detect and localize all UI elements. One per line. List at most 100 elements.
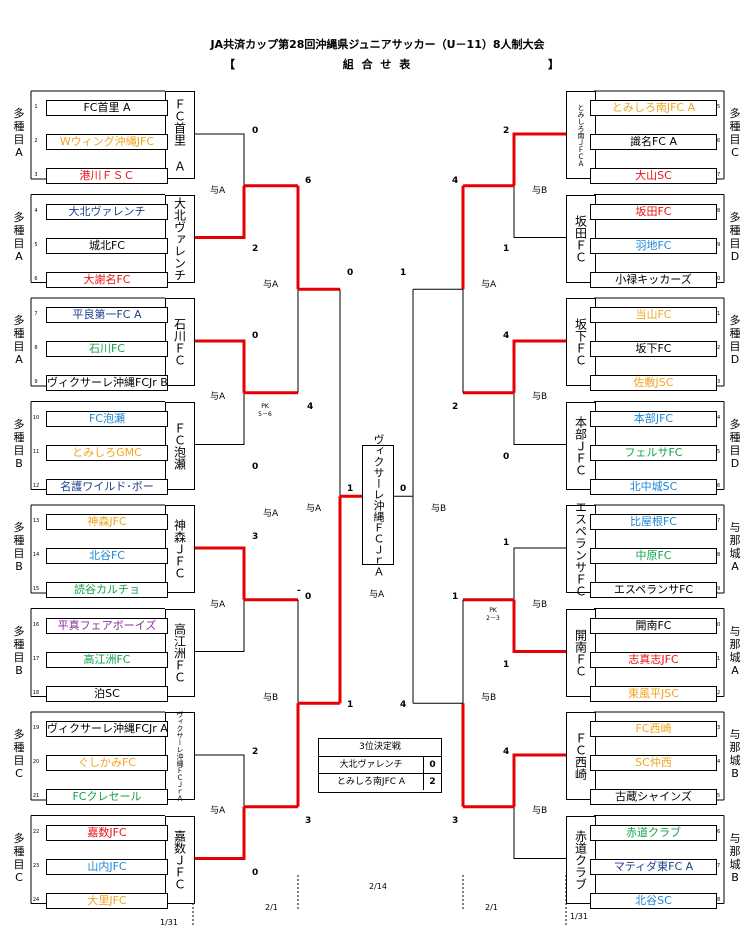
team-number: 43 bbox=[713, 725, 721, 731]
winner-line bbox=[512, 132, 566, 186]
third-place-title: 3位決定戦 bbox=[319, 739, 441, 757]
round-date: 1/31 bbox=[160, 918, 178, 927]
third-place-score: 0 bbox=[424, 757, 441, 774]
bracket-line bbox=[193, 599, 245, 652]
group-winner-left: ＦＣ首里 Ａ bbox=[165, 91, 195, 179]
venue-label: 与B bbox=[532, 186, 548, 196]
pk-label: PK bbox=[489, 607, 497, 614]
team-number: 44 bbox=[713, 759, 721, 765]
match-score: 4 bbox=[503, 747, 510, 757]
team-name: 港川ＦＳＣ bbox=[46, 168, 168, 184]
winner-line bbox=[193, 339, 246, 393]
group-winner-name: エスペランサＦＣ bbox=[573, 501, 588, 597]
team-number: 21 bbox=[32, 793, 40, 799]
group-winner-name: ＦＣ西崎 bbox=[573, 732, 588, 780]
group-label-left: 多 種 目 C bbox=[13, 728, 25, 780]
team-number: 7 bbox=[34, 311, 38, 317]
group-label-right: 多 種 目 C bbox=[729, 107, 741, 159]
match-score: 0 bbox=[347, 268, 354, 278]
group-winner-name: 嘉数ＪＦＣ bbox=[172, 829, 187, 890]
team-name: 平良第一FC A bbox=[46, 307, 168, 323]
match-score: 4 bbox=[503, 331, 510, 341]
team-number: 25 bbox=[713, 104, 721, 110]
match-score: 0 bbox=[305, 592, 312, 602]
team-name: SC仲西 bbox=[590, 755, 717, 771]
right-bracket-mark: 】 bbox=[548, 58, 559, 71]
group-label-right: 多 種 目 D bbox=[729, 210, 741, 263]
match-score: 0 bbox=[503, 452, 510, 462]
winner-line bbox=[193, 185, 246, 239]
venue-label: 与B bbox=[263, 693, 279, 703]
venue-label: 与B bbox=[481, 693, 497, 703]
group-winner-left: 高江洲ＦＣ bbox=[165, 608, 195, 697]
team-number: 37 bbox=[713, 518, 721, 524]
team-number: 38 bbox=[713, 552, 721, 558]
subtitle: 組 合 せ 表 bbox=[342, 58, 413, 71]
team-name: 羽地FC bbox=[590, 237, 717, 254]
group-winner-name: 坂下ＦＣ bbox=[573, 318, 588, 366]
team-name: 山内JFC bbox=[46, 858, 168, 875]
team-name: 古蔵シャインズ bbox=[590, 789, 717, 805]
match-score: 3 bbox=[252, 532, 259, 542]
team-name: 赤道クラブ bbox=[590, 824, 717, 841]
match-score: 3 bbox=[452, 816, 459, 826]
team-number: 11 bbox=[32, 448, 40, 455]
team-number: 26 bbox=[713, 138, 721, 144]
team-name: ぐしかみFC bbox=[46, 755, 168, 771]
group-label-right: 与 那 城 A bbox=[729, 521, 741, 573]
team-name: とみしろGMC bbox=[46, 444, 168, 461]
team-name: 佐敷JSC bbox=[590, 375, 717, 391]
venue-label: 与A bbox=[210, 806, 226, 816]
team-number: 23 bbox=[32, 862, 40, 869]
team-name: ヴィクサーレ沖縄FCJr A bbox=[46, 721, 168, 737]
team-name: FC泡瀬 bbox=[46, 410, 168, 427]
team-name: 大山SC bbox=[590, 168, 717, 184]
third-place-team: 大北ヴァレンチ bbox=[319, 757, 424, 774]
bracket-line bbox=[193, 133, 245, 186]
team-name: フェルサFC bbox=[590, 444, 717, 461]
team-number: 9 bbox=[34, 379, 38, 385]
team-name: 平真フェアボーイズ bbox=[46, 617, 168, 634]
third-place-score: 2 bbox=[429, 777, 436, 787]
team-number: 4 bbox=[34, 207, 38, 214]
team-name: 中原FC bbox=[590, 548, 717, 564]
round-date: 2/14 bbox=[369, 882, 387, 891]
group-winner-name: とみしろ南ＪＦＣＡ bbox=[577, 103, 585, 167]
team-name: 北中城SC bbox=[590, 478, 717, 495]
match-score: 2 bbox=[252, 747, 259, 757]
champion-box: ヴィクサーレ沖縄ＦＣＪｒＡ bbox=[362, 434, 394, 577]
team-name: 小禄キッカーズ bbox=[590, 271, 717, 288]
group-winner-name: 大北ヴァレンチ bbox=[172, 196, 187, 281]
round-date: 1/31 bbox=[570, 912, 588, 921]
team-name: 神森JFC bbox=[46, 514, 168, 530]
team-name: 大謝名FC bbox=[46, 271, 168, 288]
match-score: 1 bbox=[452, 592, 459, 602]
team-number: 15 bbox=[32, 586, 40, 592]
group-winner-left: 石川ＦＣ bbox=[165, 298, 195, 386]
team-number: 30 bbox=[713, 275, 721, 282]
match-score: 2 bbox=[452, 402, 459, 412]
match-score: 1 bbox=[347, 484, 354, 494]
winner-line bbox=[512, 753, 566, 807]
team-name: 開南FC bbox=[590, 617, 717, 634]
group-winner-name: ヴィクサーレ沖縄ＦＣＪｒＡ bbox=[176, 710, 184, 802]
team-name: 大里JFC bbox=[46, 892, 168, 909]
team-number: 12 bbox=[32, 482, 40, 489]
match-score: 1 bbox=[347, 700, 354, 710]
group-label-right: 多 種 目 D bbox=[729, 314, 741, 366]
team-number: 40 bbox=[713, 621, 721, 628]
match-score: 6 bbox=[305, 176, 312, 186]
match-score: 2 bbox=[252, 244, 259, 254]
group-winner-name: 高江洲ＦＣ bbox=[172, 622, 187, 683]
team-number: 33 bbox=[713, 379, 721, 385]
group-winner-name: 神森ＪＦＣ bbox=[172, 519, 187, 579]
group-label-right: 与 那 城 B bbox=[729, 831, 741, 884]
group-winner-name: 坂田ＦＣ bbox=[573, 214, 588, 263]
venue-label: 与B bbox=[532, 392, 548, 402]
team-name: FC西崎 bbox=[590, 721, 717, 737]
team-number: 35 bbox=[713, 448, 721, 455]
team-number: 31 bbox=[713, 311, 721, 317]
group-label-left: 多 種 目 C bbox=[13, 831, 25, 884]
group-label-right: 多 種 目 D bbox=[729, 417, 741, 470]
